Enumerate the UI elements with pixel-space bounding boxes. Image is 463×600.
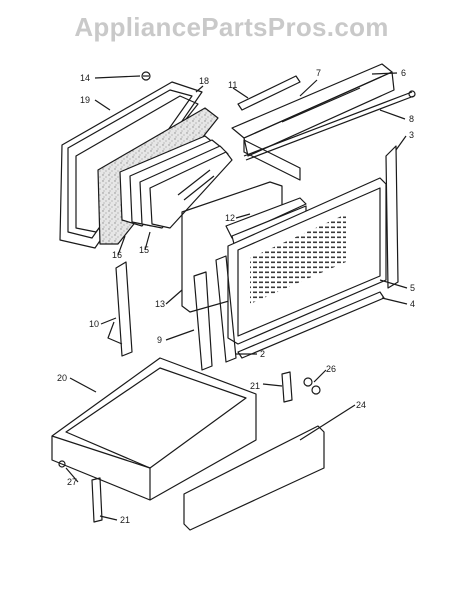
drawer-slide-right	[281, 371, 321, 403]
side-trim-right	[385, 145, 399, 289]
support-rod	[243, 90, 416, 161]
hinge-channel	[243, 139, 301, 181]
callout-9: 9	[157, 335, 162, 345]
callout-15: 15	[139, 245, 149, 255]
callout-20: 20	[57, 373, 67, 383]
drawer-front	[183, 425, 325, 531]
callout-10: 10	[89, 319, 99, 329]
bracket	[237, 75, 301, 111]
side-trim-left	[193, 271, 213, 371]
callout-26: 26	[326, 364, 336, 374]
screw	[141, 71, 151, 81]
drawer-screw	[58, 460, 66, 468]
top-vent-assembly	[231, 63, 395, 157]
watermark: AppliancePartsPros.com	[74, 12, 389, 42]
callout-16: 16	[112, 250, 122, 260]
callout-11: 11	[228, 80, 237, 90]
door-glass-pack	[119, 135, 233, 229]
callout-18: 18	[199, 76, 209, 86]
callout-2: 2	[260, 349, 265, 359]
callout-27: 27	[67, 477, 77, 487]
callout-6: 6	[401, 68, 406, 78]
callout-4: 4	[410, 299, 415, 309]
callout-21: 21	[250, 381, 260, 391]
callout-7: 7	[316, 68, 321, 78]
callout-3: 3	[409, 130, 414, 140]
callout-12: 12	[225, 213, 235, 223]
side-rail-left	[107, 261, 133, 357]
callout-21-lower: 21	[120, 515, 130, 525]
storage-drawer	[51, 357, 257, 501]
callout-13: 13	[155, 299, 165, 309]
door-front-panel	[227, 177, 387, 345]
callouts: 14 18 19 11 7 6 8 3 12 16 15 13 10 9 5 4…	[57, 68, 415, 525]
side-trim-center	[215, 255, 237, 363]
callout-19: 19	[80, 95, 90, 105]
callout-14: 14	[80, 73, 90, 83]
drawer-slide-bottom	[91, 477, 103, 523]
callout-8: 8	[409, 114, 414, 124]
callout-24: 24	[356, 400, 366, 410]
callout-5: 5	[410, 283, 415, 293]
